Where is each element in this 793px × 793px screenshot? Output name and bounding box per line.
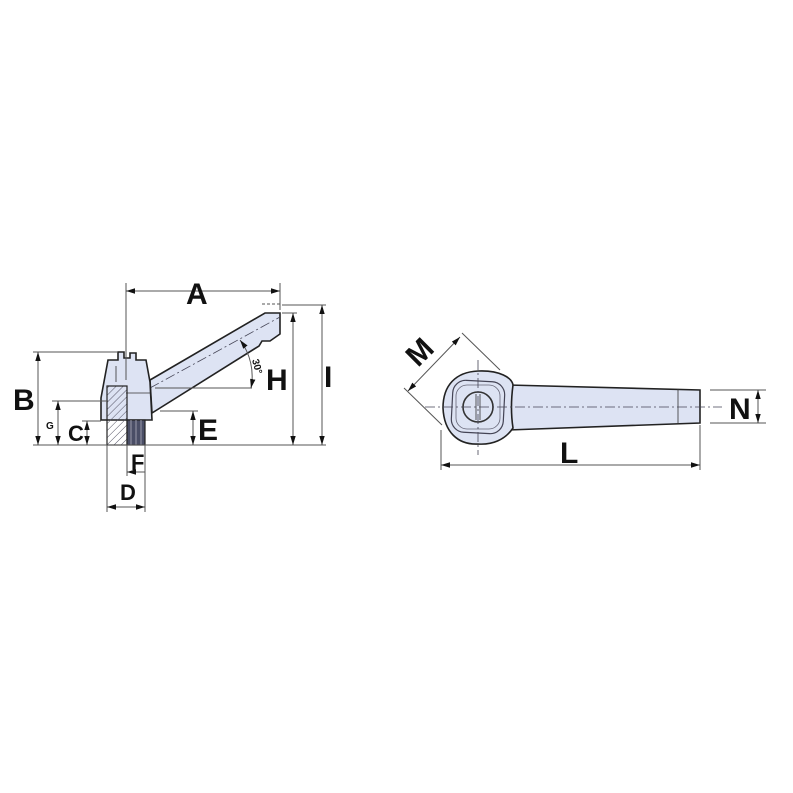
label-h: H [266, 364, 288, 397]
label-e: E [198, 414, 218, 447]
label-l: L [560, 437, 578, 470]
label-a: A [186, 278, 208, 311]
label-f: F [131, 450, 144, 475]
label-angle: 30° [249, 358, 264, 375]
label-m: M [400, 332, 441, 373]
label-c: C [68, 421, 84, 446]
label-d: D [120, 480, 136, 505]
top-view: L N M [400, 332, 766, 470]
side-view: A B G C E F D H I 30° [13, 278, 332, 512]
dim-m [407, 336, 461, 392]
label-n: N [729, 393, 751, 426]
handle-body [507, 384, 701, 431]
label-i: I [324, 361, 332, 394]
hatched-section [106, 385, 128, 446]
label-b: B [13, 384, 35, 417]
label-g: G [46, 421, 54, 432]
angle-arc [239, 339, 256, 389]
